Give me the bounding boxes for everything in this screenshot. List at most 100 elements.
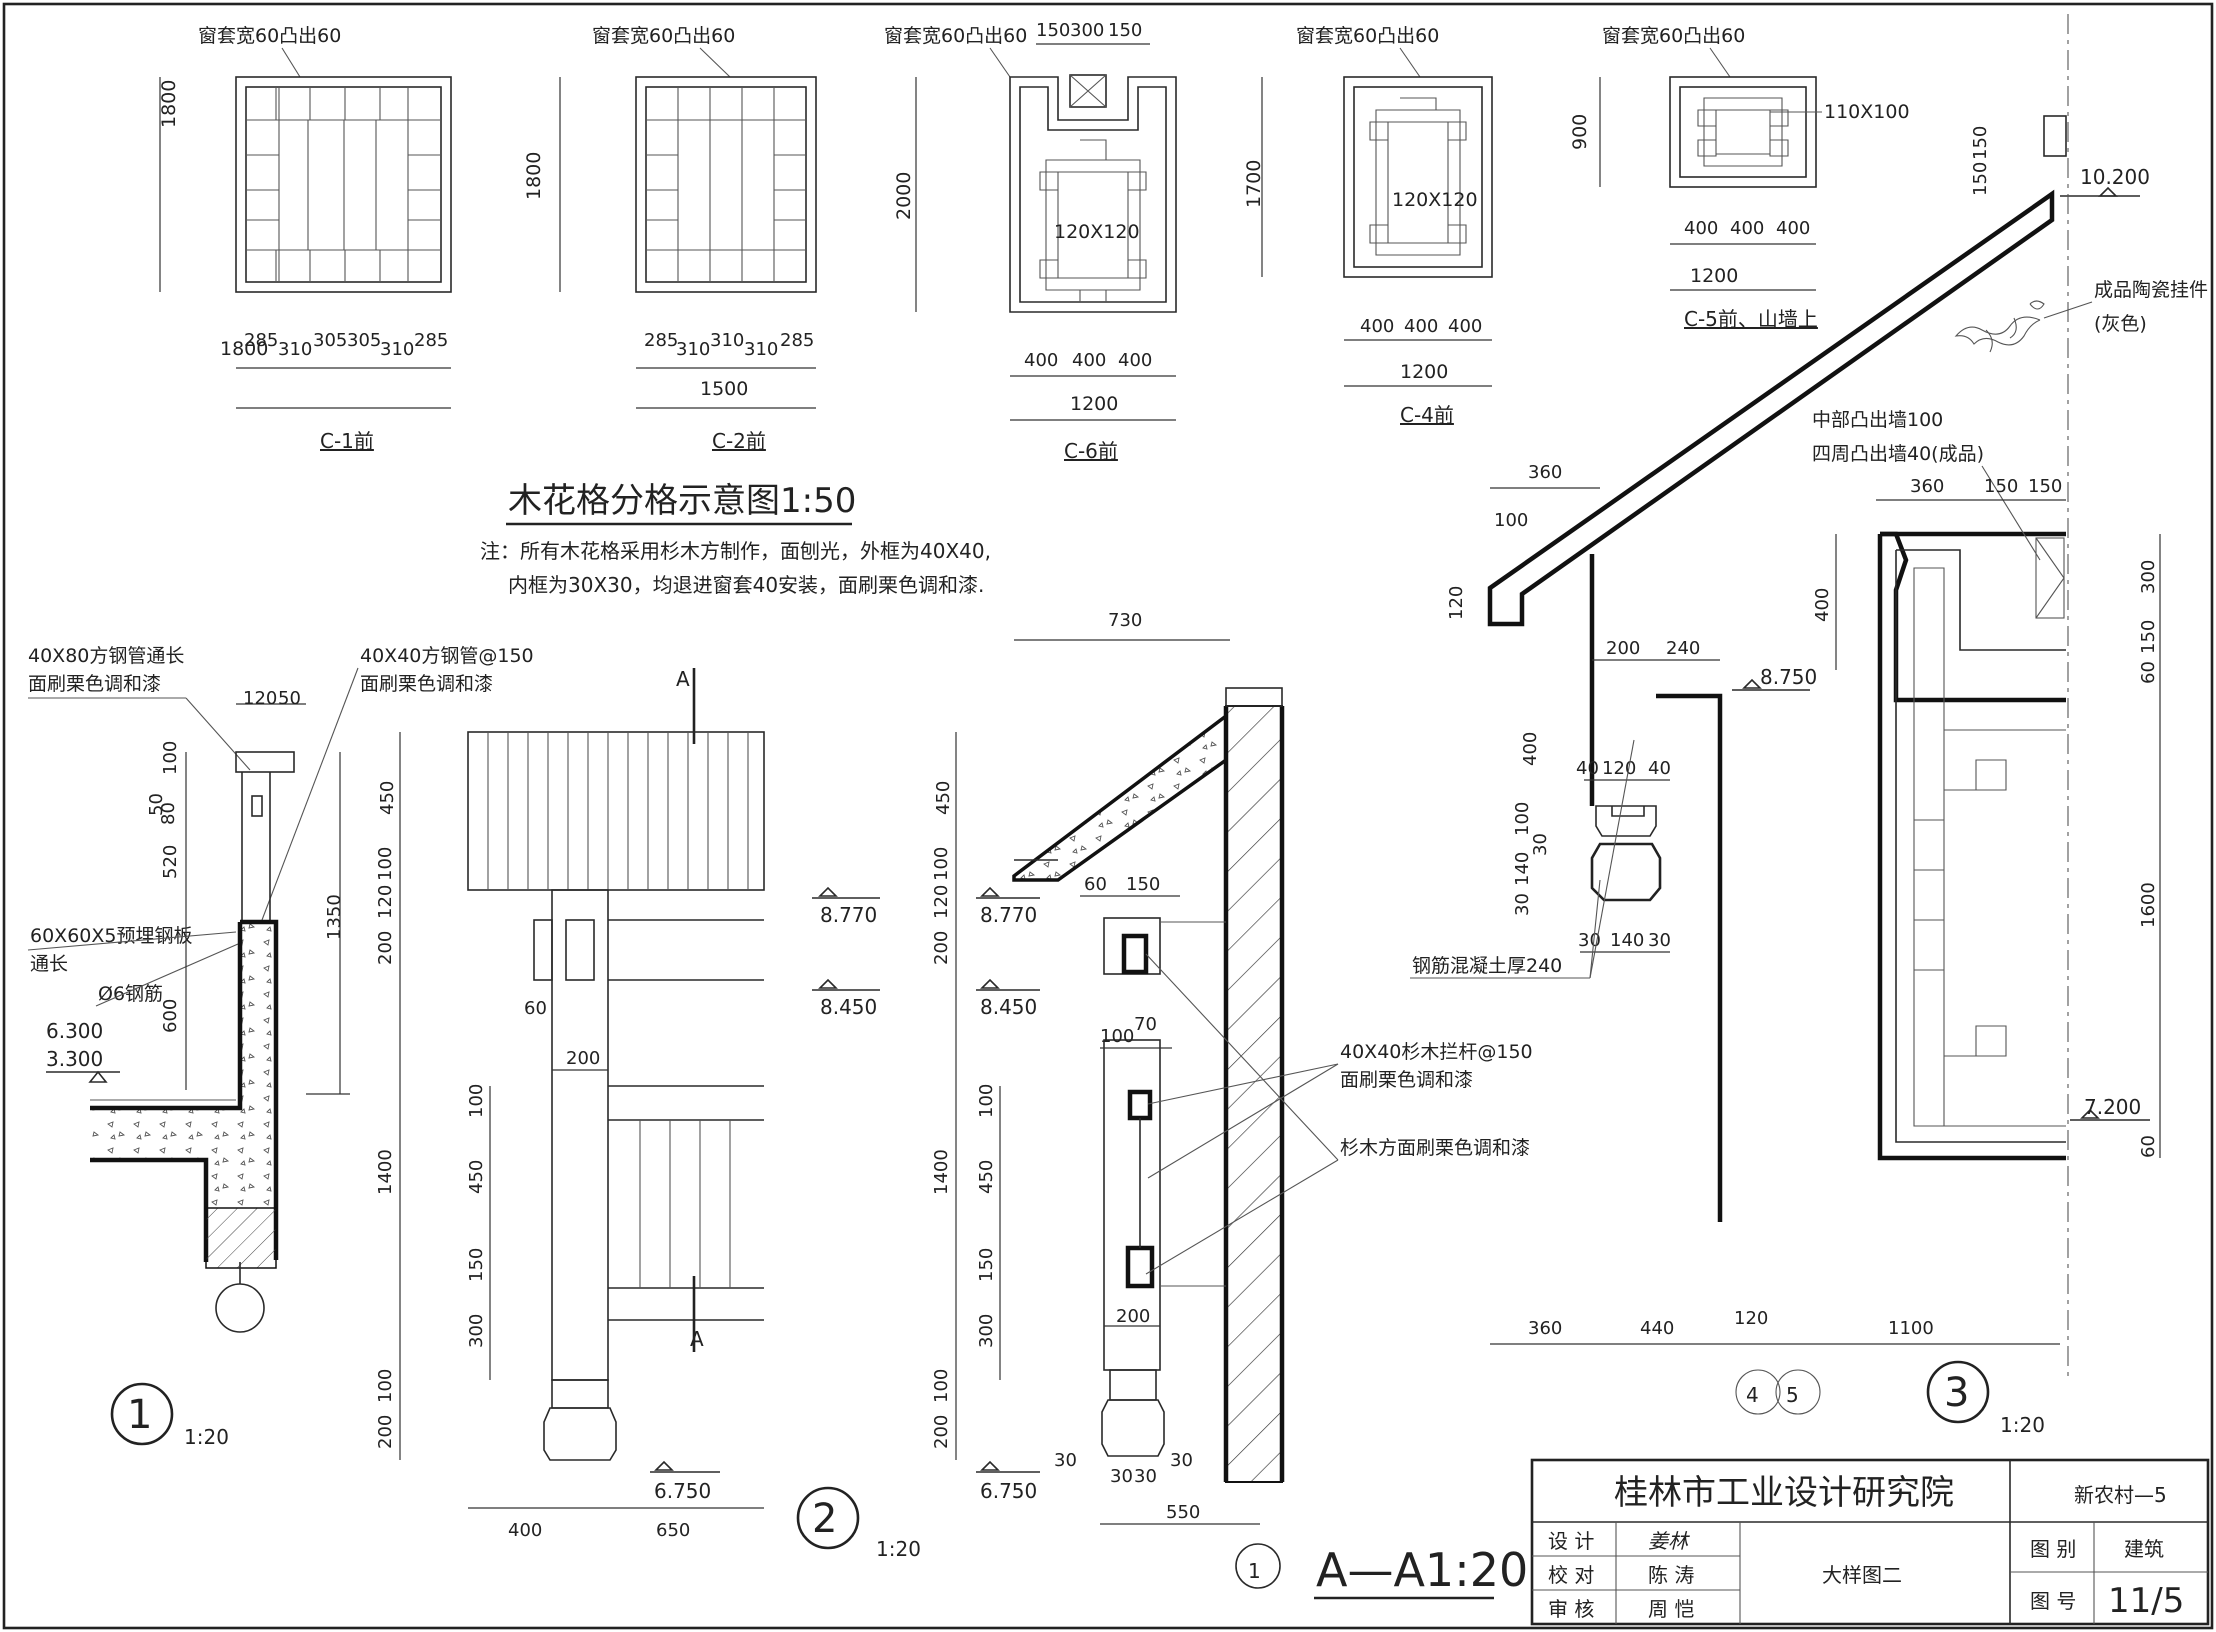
c4-name: C-4前 <box>1400 403 1454 427</box>
d2-dm-1: 450 <box>466 1160 487 1194</box>
c1-w-part-2: 305 <box>313 330 347 351</box>
d1-lbl-tube: 40X40方钢管@150 <box>360 645 534 667</box>
d3-dr-2: 150 <box>2138 620 2159 654</box>
c4-w-0: 400 <box>1360 316 1394 337</box>
c4-total-w: 1200 <box>1400 361 1448 383</box>
lattice-title: 木花格分格示意图1:50 <box>508 481 856 521</box>
aa-s-5: 30 <box>1054 1450 1077 1471</box>
c2-w-part-3: 310 <box>744 339 778 360</box>
d45-d1: 100 <box>1494 510 1528 531</box>
tb-review-name: 周 恺 <box>1648 1597 1694 1621</box>
d3-dt-0: 360 <box>1910 476 1944 497</box>
d45-d17: 150 <box>1970 162 1991 196</box>
d2-level-1: 8.450 <box>820 995 877 1019</box>
c1-w-part-4: 310 <box>380 339 414 360</box>
aa-level-1: 8.450 <box>980 995 1037 1019</box>
d2-dl-0: 450 <box>377 781 398 815</box>
d2-dl-5: 100 <box>375 1369 396 1403</box>
c4-note: 窗套宽60凸出60 <box>1296 25 1439 47</box>
d45-d15: 30 <box>1648 930 1671 951</box>
d2-dl-1: 100 <box>375 847 396 881</box>
c6-top-1: 300 <box>1070 20 1104 41</box>
detail-45: 10.200 8.750 360 100 120 200 240 400 40 … <box>1410 126 2150 1415</box>
aa-axis: 1 <box>1248 1559 1261 1583</box>
d3-lbl-tile: 成品陶瓷挂件 <box>2094 279 2208 301</box>
d2-db-0: 400 <box>508 1520 542 1541</box>
c4-w-1: 400 <box>1404 316 1438 337</box>
c6-top-0: 150 <box>1036 20 1070 41</box>
aa-s-7: 30 <box>1134 1466 1157 1487</box>
d2-level-2: 6.750 <box>654 1479 711 1503</box>
d2-num: 2 <box>812 1496 837 1542</box>
c1-w-part-5: 285 <box>414 330 448 351</box>
c4-w-2: 400 <box>1448 316 1482 337</box>
d2-dl-6: 200 <box>375 1415 396 1449</box>
c6-inner: 120X120 <box>1054 221 1140 243</box>
window-c6: 窗套宽60凸出60 150 300 150 120X120 2000 1200 … <box>884 20 1177 463</box>
tb-design-lbl: 设 计 <box>1548 1529 1594 1553</box>
d45-db-2: 120 <box>1734 1308 1768 1329</box>
d1-level-a: 6.300 <box>46 1019 103 1043</box>
d3-dt-1: 150 <box>1984 476 2018 497</box>
aa-s-2: 100 <box>1100 1026 1134 1047</box>
d1-num: 1 <box>127 1392 152 1438</box>
c5-w-1: 400 <box>1730 218 1764 239</box>
aa-s-3: 70 <box>1134 1014 1157 1035</box>
tb-design-name: 姜林 <box>1648 1529 1690 1553</box>
c4-inner: 120X120 <box>1392 189 1478 211</box>
aa-s-6: 30 <box>1110 1466 1133 1487</box>
d2-dl-2: 120 <box>375 885 396 919</box>
section-a-a: 730 8.770 8.450 6.750 450 100 120 200 <box>931 610 1533 1600</box>
d3-dr-4: 60 <box>2138 1135 2159 1158</box>
c5-w-0: 400 <box>1684 218 1718 239</box>
d1-dim-0: 120 <box>243 688 277 709</box>
d2-dl-3: 200 <box>375 931 396 965</box>
aa-s-8: 30 <box>1170 1450 1193 1471</box>
tb-company: 桂林市工业设计研究院 <box>1614 1473 1954 1513</box>
d2-dm-2: 150 <box>466 1248 487 1282</box>
aa-dl-5: 100 <box>931 1369 952 1403</box>
d3-dr-3: 1600 <box>2138 882 2159 928</box>
window-c2: 窗套宽60凸出60 1800 1500 285 310 310 310 285 … <box>523 25 817 453</box>
d2-sec-a-bottom: A <box>690 1327 704 1351</box>
c6-w-1: 400 <box>1072 350 1106 371</box>
tb-cat-lbl: 图 别 <box>2030 1537 2076 1561</box>
d45-d11: 140 <box>1512 852 1533 886</box>
aa-lbl-rail: 40X40杉木拦杆@150 <box>1340 1041 1533 1063</box>
c2-w-part-4: 285 <box>780 330 814 351</box>
tb-drawing-name: 大样图二 <box>1822 1563 1902 1587</box>
d45-d13: 30 <box>1578 930 1601 951</box>
d2-scale: 1:20 <box>876 1537 921 1561</box>
d45-d14: 140 <box>1610 930 1644 951</box>
d45-db-0: 360 <box>1528 1318 1562 1339</box>
d2-dl-4: 1400 <box>375 1149 396 1195</box>
c1-w-part-0: 285 <box>244 330 278 351</box>
d45-d10: 30 <box>1530 833 1551 856</box>
c5-w-2: 400 <box>1776 218 1810 239</box>
d1-dim-1: 50 <box>278 688 301 709</box>
tb-cat-val: 建筑 <box>2124 1537 2164 1561</box>
tb-num-lbl: 图 号 <box>2030 1589 2076 1613</box>
d45-db-3: 1100 <box>1888 1318 1934 1339</box>
d3-dl-0: 400 <box>1812 588 1833 622</box>
d45-d6: 40 <box>1576 758 1599 779</box>
tb-num-val: 11/5 <box>2108 1581 2184 1621</box>
c6-w-0: 400 <box>1024 350 1058 371</box>
d3-dr-0: 300 <box>2138 560 2159 594</box>
d45-d16: 150 <box>1970 126 1991 160</box>
c5-inner: 110X100 <box>1824 101 1910 123</box>
d45-db-1: 440 <box>1640 1318 1674 1339</box>
d3-dt-2: 150 <box>2028 476 2062 497</box>
d1-dim-7: 1350 <box>324 894 345 940</box>
lattice-note-2: 内框为30X30，均退进窗套40安装，面刷栗色调和漆. <box>508 573 984 597</box>
d2-level-0: 8.770 <box>820 903 877 927</box>
c5-name: C-5前、山墙上 <box>1684 307 1818 331</box>
d1-dim-4: 80 <box>158 802 179 825</box>
aa-title: A—A1:20 <box>1316 1543 1528 1597</box>
title-block: 桂林市工业设计研究院 新农村—5 设 计 姜林 校 对 陈 涛 审 核 周 恺 … <box>1530 1458 2210 1626</box>
aa-dm-0: 100 <box>976 1084 997 1118</box>
aa-dl-1: 100 <box>931 847 952 881</box>
detail-1: 40X80方钢管通长 面刷栗色调和漆 40X40方钢管@150 面刷栗色调和漆 … <box>27 645 534 1449</box>
tb-check-name: 陈 涛 <box>1648 1563 1694 1587</box>
